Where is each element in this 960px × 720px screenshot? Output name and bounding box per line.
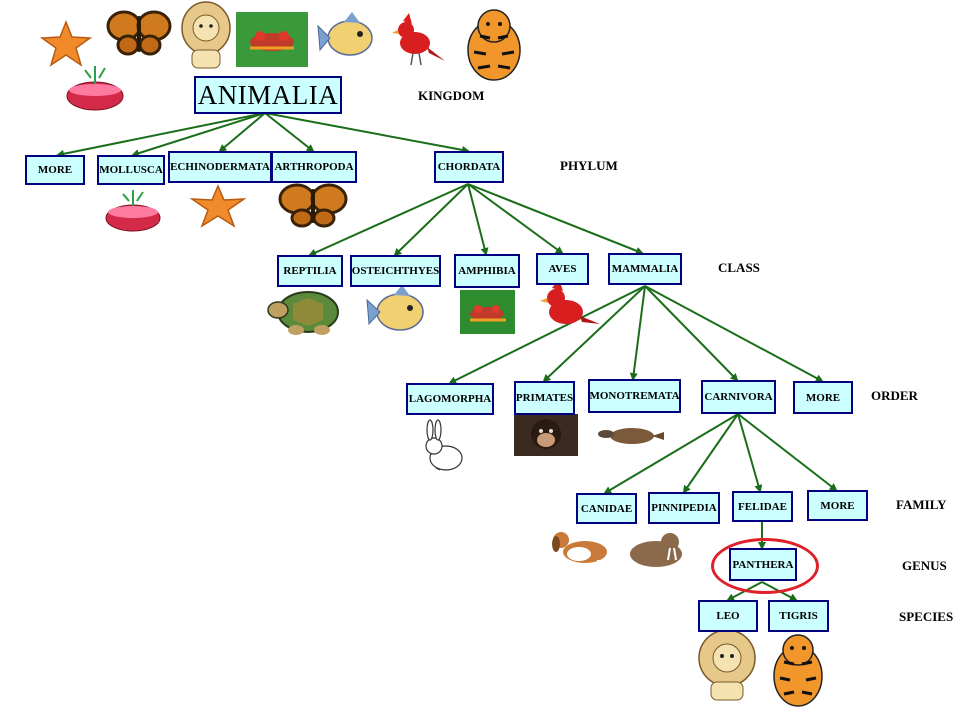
node-pinnipedia: PINNIPEDIA bbox=[648, 492, 720, 524]
edge-carnivora-more bbox=[737, 413, 838, 492]
rank-label-kingdom: KINGDOM bbox=[418, 88, 485, 103]
platypus-icon bbox=[598, 428, 664, 444]
node-echinodermata: ECHINODERMATA bbox=[168, 151, 272, 183]
edge-chordata-osteichthyes bbox=[393, 183, 469, 257]
butterfly-icon bbox=[106, 10, 172, 56]
lion-icon bbox=[698, 629, 756, 701]
connectors bbox=[56, 112, 838, 601]
edge-chordata-reptilia bbox=[308, 183, 469, 257]
rank-label-genus: GENUS bbox=[902, 558, 947, 573]
starfish-icon bbox=[189, 184, 247, 228]
edge-animalia-arthropoda bbox=[264, 112, 315, 153]
edge-chordata-amphibia bbox=[467, 183, 489, 256]
fish-icon bbox=[317, 12, 373, 56]
rank-label-species: SPECIES bbox=[899, 609, 954, 624]
node-mammalia: MAMMALIA bbox=[608, 253, 682, 285]
node-family-more: MORE bbox=[807, 490, 868, 521]
node-aves: AVES bbox=[536, 253, 589, 285]
node-lagomorpha: LAGOMORPHA bbox=[406, 383, 494, 415]
rank-label-class: CLASS bbox=[718, 260, 760, 275]
rank-label-family: FAMILY bbox=[896, 497, 947, 512]
node-chordata: CHORDATA bbox=[434, 151, 504, 183]
node-monotremata: MONOTREMATA bbox=[588, 379, 681, 413]
turtle-icon bbox=[267, 291, 339, 335]
beagle-icon bbox=[552, 532, 607, 576]
frog-photo-icon bbox=[460, 290, 515, 334]
edge-mammalia-carnivora bbox=[644, 285, 739, 382]
node-primates: PRIMATES bbox=[514, 381, 575, 415]
fish-icon bbox=[366, 285, 424, 331]
sea-anemone-icon bbox=[66, 66, 124, 111]
sea-anemone-icon bbox=[105, 190, 161, 232]
butterfly-icon bbox=[278, 183, 348, 228]
rank-label-order: ORDER bbox=[871, 388, 918, 403]
node-phylum-more: MORE bbox=[25, 155, 85, 185]
node-carnivora: CARNIVORA bbox=[701, 380, 776, 414]
node-felidae: FELIDAE bbox=[732, 491, 793, 522]
node-osteichthyes: OSTEICHTHYES bbox=[350, 255, 441, 287]
edge-animalia-more bbox=[56, 112, 266, 158]
rabbit-icon bbox=[425, 419, 463, 471]
edge-mammalia-more bbox=[644, 285, 824, 382]
node-reptilia: REPTILIA bbox=[277, 255, 343, 287]
edge-carnivora-canidae bbox=[603, 413, 739, 495]
edge-carnivora-felidae bbox=[737, 413, 763, 493]
edge-animalia-chordata bbox=[264, 112, 470, 154]
edge-animalia-mollusca bbox=[131, 112, 266, 157]
genus-highlight-ellipse bbox=[711, 538, 819, 594]
edge-animalia-echinodermata bbox=[218, 112, 266, 153]
lion-icon bbox=[181, 1, 231, 69]
tiger-icon bbox=[467, 9, 521, 81]
node-order-more: MORE bbox=[793, 381, 853, 414]
node-tigris: TIGRIS bbox=[768, 600, 829, 632]
node-animalia: ANIMALIA bbox=[194, 76, 342, 114]
edge-chordata-mammalia bbox=[467, 183, 644, 255]
cardinal-icon bbox=[392, 13, 445, 66]
cardinal-icon bbox=[540, 279, 600, 324]
node-amphibia: AMPHIBIA bbox=[454, 254, 520, 288]
edge-mammalia-monotremata bbox=[629, 285, 646, 381]
frog-photo-icon bbox=[236, 12, 308, 67]
node-leo: LEO bbox=[698, 600, 758, 632]
node-canidae: CANIDAE bbox=[576, 493, 637, 524]
rank-label-phylum: PHYLUM bbox=[560, 158, 618, 173]
chimpanzee-photo-icon bbox=[514, 414, 578, 456]
tiger-icon bbox=[773, 634, 823, 707]
edge-mammalia-lagomorpha bbox=[448, 285, 646, 384]
edge-carnivora-pinnipedia bbox=[682, 413, 739, 494]
walrus-icon bbox=[630, 533, 682, 567]
node-mollusca: MOLLUSCA bbox=[97, 155, 165, 185]
edge-mammalia-primates bbox=[542, 285, 646, 383]
starfish-icon bbox=[39, 19, 93, 67]
node-arthropoda: ARTHROPODA bbox=[271, 151, 357, 183]
edge-chordata-aves bbox=[467, 183, 564, 255]
